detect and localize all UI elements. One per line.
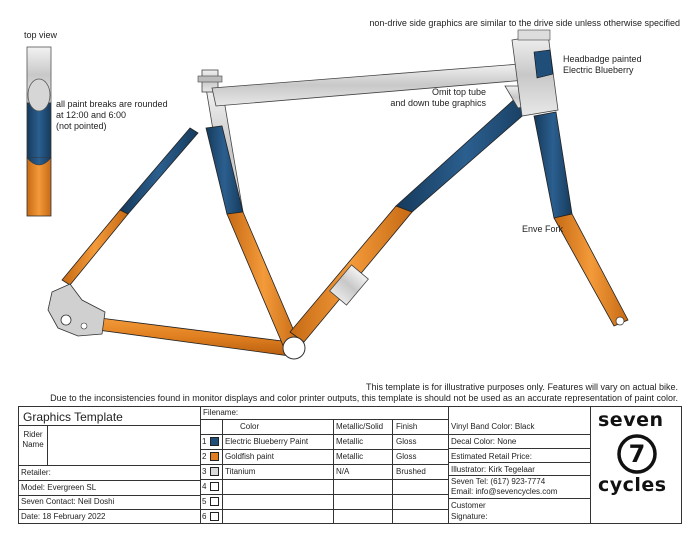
vinyl-band-field[interactable]: Vinyl Band Color: Black bbox=[451, 422, 535, 431]
metallic-header: Metallic/Solid bbox=[336, 422, 384, 431]
customer-label: Customer bbox=[451, 501, 486, 510]
color-name-cell[interactable]: Titanium bbox=[225, 467, 256, 476]
finish-header: Finish bbox=[396, 422, 418, 431]
paint-breaks-note: all paint breaks are rounded at 12:00 an… bbox=[56, 99, 168, 132]
bottom-bracket bbox=[282, 336, 306, 360]
seven-logo-icon: 7 bbox=[617, 434, 657, 474]
omit-note: Omit top tube and down tube graphics bbox=[380, 87, 486, 109]
omit-line: and down tube graphics bbox=[390, 98, 486, 108]
color-row-number: 1 bbox=[202, 437, 207, 446]
color-row-number: 2 bbox=[202, 452, 207, 461]
disclaimer-line-1: This template is for illustrative purpos… bbox=[366, 382, 678, 392]
rider-label-line: Rider bbox=[23, 430, 43, 439]
omit-line: Omit top tube bbox=[431, 87, 486, 97]
decal-field[interactable]: Decal Color: None bbox=[451, 437, 517, 446]
color-row-number: 5 bbox=[202, 497, 207, 506]
logo-seven-word: seven bbox=[598, 409, 664, 431]
metallic-cell[interactable]: N/A bbox=[336, 467, 350, 476]
disclaimer-line-2: Due to the inconsistencies found in moni… bbox=[50, 393, 678, 403]
color-swatch bbox=[210, 512, 219, 521]
color-swatch bbox=[210, 467, 219, 476]
color-swatch bbox=[210, 497, 219, 506]
finish-cell[interactable]: Brushed bbox=[396, 467, 426, 476]
color-swatch bbox=[210, 482, 219, 491]
rider-label-line: Name bbox=[22, 440, 44, 449]
seat-clamp bbox=[197, 69, 223, 93]
retailer-field[interactable]: Retailer: bbox=[21, 468, 51, 477]
seat-tube bbox=[205, 87, 301, 351]
seat-stay bbox=[61, 127, 199, 286]
top-view-tube bbox=[26, 46, 52, 217]
seven-contact-field[interactable]: Seven Contact: Neil Doshi bbox=[21, 497, 115, 506]
finish-cell[interactable]: Gloss bbox=[396, 452, 417, 461]
color-name-cell[interactable]: Goldfish paint bbox=[225, 452, 274, 461]
metallic-cell[interactable]: Metallic bbox=[336, 452, 364, 461]
color-row-number: 6 bbox=[202, 512, 207, 521]
color-name-cell[interactable]: Electric Blueberry Paint bbox=[225, 437, 309, 446]
rider-name-field[interactable] bbox=[48, 426, 199, 465]
paint-breaks-line: all paint breaks are rounded bbox=[56, 99, 168, 109]
color-row-number: 4 bbox=[202, 482, 207, 491]
metallic-cell[interactable]: Metallic bbox=[336, 437, 364, 446]
rear-dropout bbox=[47, 283, 106, 337]
top-view-label: top view bbox=[24, 30, 58, 40]
rider-name-label: Rider Name bbox=[20, 430, 46, 450]
paint-breaks-line: at 12:00 and 6:00 bbox=[56, 110, 127, 120]
color-row-number: 3 bbox=[202, 467, 207, 476]
filename-label: Filename: bbox=[203, 408, 239, 417]
illustrator-field: Illustrator: Kirk Tegelaar bbox=[451, 465, 535, 474]
finish-cell[interactable]: Gloss bbox=[396, 437, 417, 446]
chain-stay bbox=[97, 317, 291, 357]
seven-tel: Seven Tel: (617) 923-7774 bbox=[451, 477, 546, 486]
signature-field[interactable]: Signature: bbox=[451, 512, 488, 521]
fork bbox=[533, 111, 629, 327]
headbadge-note: Headbadge painted Electric Blueberry bbox=[563, 54, 642, 76]
date-field[interactable]: Date: 18 February 2022 bbox=[21, 512, 106, 521]
model-field[interactable]: Model: Evergreen SL bbox=[21, 483, 97, 492]
color-swatch bbox=[210, 452, 219, 461]
head-tube bbox=[511, 29, 559, 117]
paint-breaks-line: (not pointed) bbox=[56, 121, 107, 131]
color-header: Color bbox=[240, 422, 260, 431]
form-title: Graphics Template bbox=[23, 410, 123, 424]
fork-label: Enve Fork bbox=[522, 224, 564, 234]
non-drive-note: non-drive side graphics are similar to t… bbox=[369, 18, 680, 28]
frame-illustration bbox=[26, 29, 629, 360]
headbadge-line: Headbadge painted bbox=[563, 54, 642, 64]
headbadge-line: Electric Blueberry bbox=[563, 65, 634, 75]
logo-cycles-word: cycles bbox=[598, 474, 667, 496]
seven-email: Email: info@sevencycles.com bbox=[451, 487, 558, 496]
color-swatch bbox=[210, 437, 219, 446]
retail-price-field[interactable]: Estimated Retail Price: bbox=[451, 452, 532, 461]
down-tube bbox=[289, 85, 537, 343]
logo-mark: 7 bbox=[629, 440, 646, 468]
